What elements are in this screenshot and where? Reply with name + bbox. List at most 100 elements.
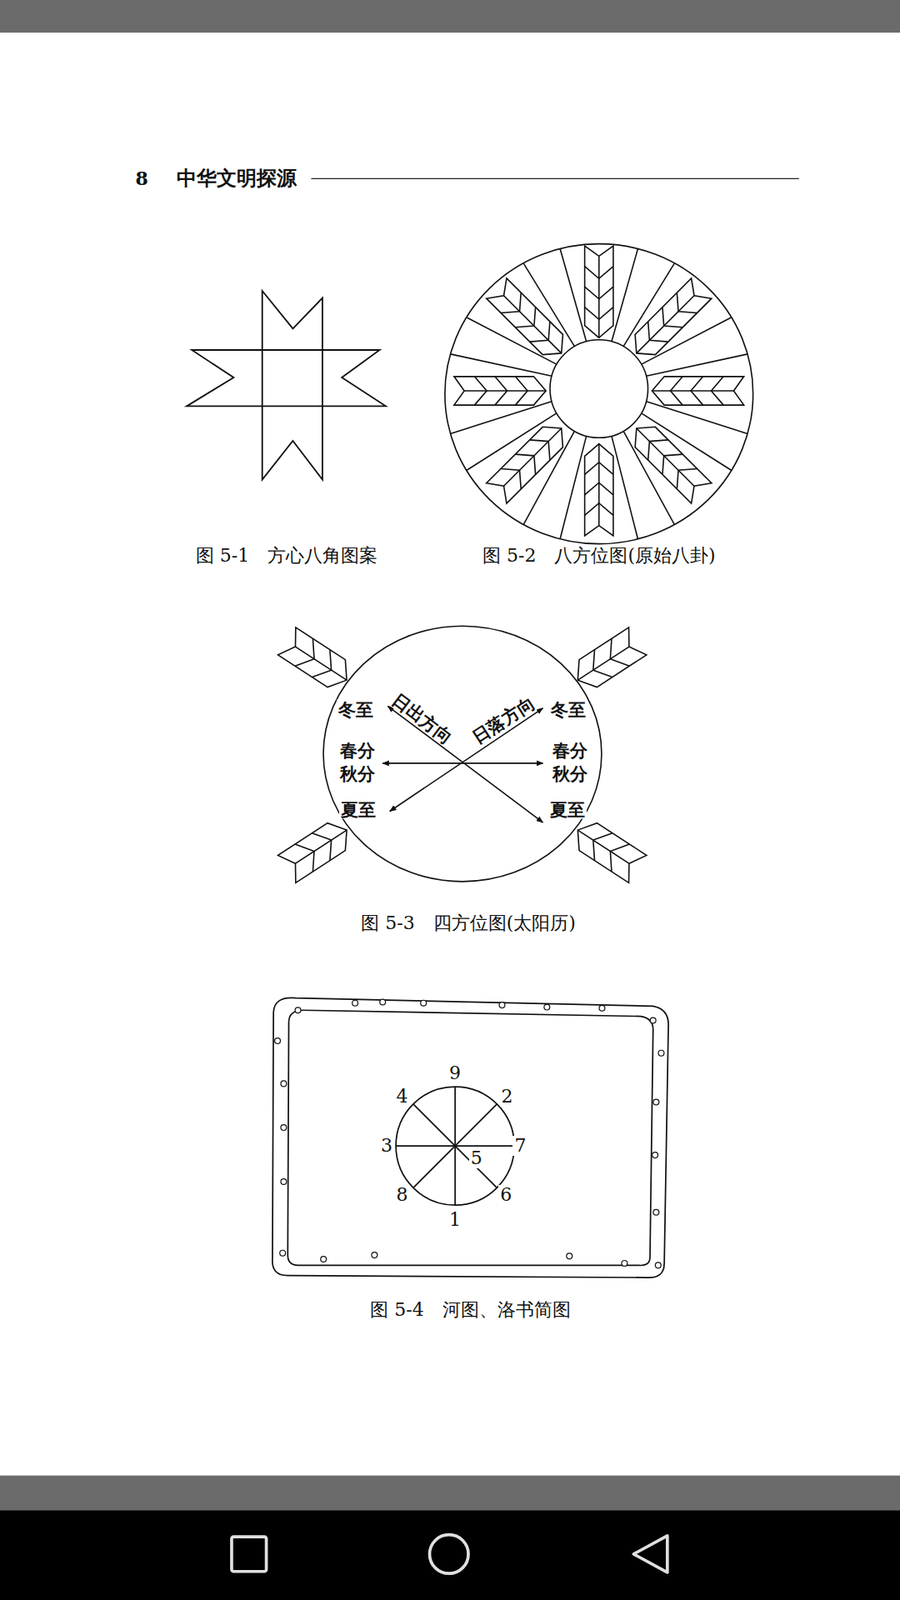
border-dot — [499, 1002, 505, 1009]
feather-arrow — [635, 278, 712, 355]
sun-direction-arrows — [382, 705, 543, 823]
feather-mark — [648, 440, 669, 460]
arrow-shaft — [651, 390, 734, 392]
solar-circle: 冬至日出方向日落方向冬至春分秋分春分秋分夏至夏至 — [321, 624, 604, 884]
feather-mark — [495, 376, 508, 405]
border-dot — [280, 1080, 287, 1087]
term-label: 秋分 — [550, 764, 590, 784]
term-label: 冬至 — [336, 700, 375, 720]
page-number: 8 — [135, 169, 149, 188]
feather-mark — [515, 307, 535, 328]
radial-line — [646, 401, 748, 435]
arrow-shaft — [636, 428, 695, 486]
border-dot — [371, 1252, 378, 1259]
radial-line — [646, 354, 748, 376]
arrow-group — [454, 245, 745, 536]
border-dot — [650, 1017, 656, 1024]
feather-mark — [585, 482, 614, 495]
feather-mark — [515, 454, 535, 475]
arrow-shaft — [504, 428, 562, 486]
border-dot — [420, 1000, 427, 1006]
border-dot — [599, 1005, 605, 1011]
figure-caption: 图 5-4 河图、洛书简图 — [370, 1300, 570, 1320]
feather-mark — [312, 650, 332, 678]
feather-mark — [676, 469, 697, 490]
feather-arrow — [486, 278, 564, 355]
feather-mark — [474, 376, 487, 405]
feather-mark — [662, 307, 683, 328]
feather-arrow — [577, 627, 647, 688]
feather-arrow — [585, 444, 614, 536]
radial-line — [611, 249, 638, 342]
circle-line — [323, 626, 602, 883]
hetu-luoshu-figure — [272, 997, 669, 1278]
feather-arrow — [278, 823, 348, 884]
star-pattern — [186, 290, 386, 480]
figure-caption: 图 5-3 四方位图(太阳历) — [360, 914, 576, 933]
feather-mark — [593, 833, 613, 861]
term-label: 冬至 — [549, 700, 588, 720]
arrow-shaft — [504, 295, 562, 354]
arrow-shaft — [598, 255, 600, 338]
border-dot — [652, 1152, 659, 1159]
feather-mark — [662, 454, 683, 475]
feather-arrow — [635, 426, 712, 504]
term-label: 日出方向 — [387, 688, 458, 748]
term-label: 春分 — [550, 740, 590, 760]
feather-arrow — [577, 823, 647, 884]
feather-mark — [593, 650, 613, 678]
callout-number: 9 — [447, 1063, 463, 1084]
radial-line — [450, 354, 551, 376]
border-dot — [621, 1260, 628, 1266]
border-dot — [280, 1250, 286, 1256]
feather-mark — [530, 440, 550, 460]
border-dot — [275, 1038, 281, 1045]
border-dot — [352, 1000, 359, 1006]
border-dot — [380, 999, 386, 1005]
feather-mark — [710, 376, 724, 405]
four-direction-figure — [278, 627, 647, 883]
header-rule — [310, 178, 799, 180]
feather-arrow — [486, 426, 564, 504]
feather-mark — [312, 833, 332, 861]
border-dot — [280, 1125, 287, 1131]
callout-number: 7 — [512, 1135, 528, 1156]
term-label: 夏至 — [339, 800, 378, 820]
navigation-icons — [231, 1535, 668, 1575]
border-dot — [320, 1256, 327, 1263]
feather-mark — [295, 638, 315, 666]
callout-number: 6 — [498, 1185, 514, 1205]
feather-mark — [610, 844, 630, 872]
feather-mark — [585, 307, 614, 320]
feather-arrow — [278, 627, 348, 688]
feather-mark — [295, 844, 315, 872]
feather-mark — [585, 462, 614, 475]
feather-mark — [676, 292, 697, 313]
border-dot — [566, 1253, 573, 1260]
feather-mark — [500, 469, 521, 490]
feather-arrow — [585, 245, 614, 338]
feather-mark — [585, 286, 614, 300]
figure-caption: 图 5-2 八方位图(原始八卦) — [482, 546, 716, 565]
radial-line — [560, 249, 586, 342]
border-dot — [295, 1007, 301, 1014]
bottom-bar — [0, 1475, 900, 1511]
callout-number: 2 — [500, 1086, 515, 1107]
callout-number: 5 — [469, 1148, 485, 1169]
callout-number: 3 — [379, 1135, 395, 1156]
figure-caption: 图 5-1 方心八角图案 — [195, 546, 378, 565]
feather-arrow — [651, 376, 744, 405]
border-dot — [653, 1099, 660, 1105]
feather-mark — [690, 376, 704, 405]
radial-line — [611, 435, 638, 539]
arrow-shaft — [598, 444, 600, 526]
feather-mark — [515, 376, 528, 405]
border-dot — [658, 1050, 665, 1056]
status-bar — [0, 0, 900, 33]
callout-number: 8 — [394, 1185, 410, 1205]
feather-mark — [530, 321, 550, 342]
feather-arrow — [454, 376, 546, 405]
navigation-bar — [0, 1510, 900, 1600]
feather-mark — [585, 266, 614, 280]
